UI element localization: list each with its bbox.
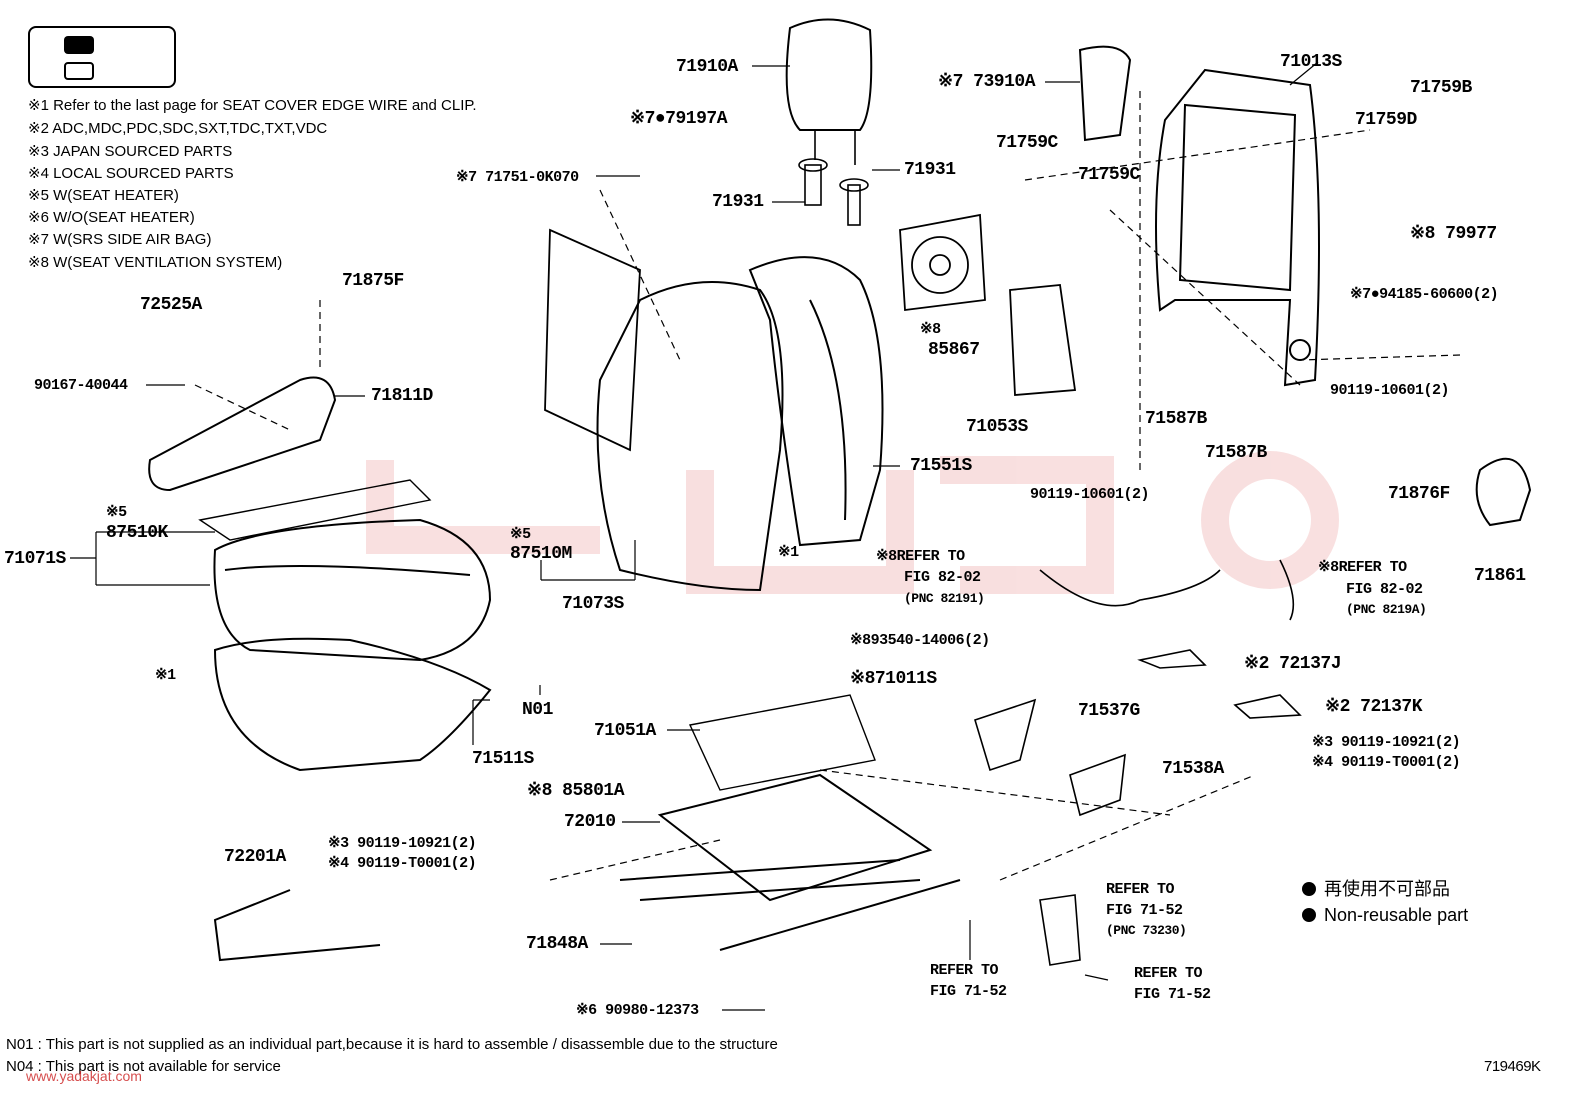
part-label-71759d[interactable]: 71759D [1355, 110, 1417, 130]
part-label-n01[interactable]: N01 [522, 700, 553, 720]
note-4: ※4 LOCAL SOURCED PARTS [28, 165, 234, 182]
vent-fan-drawing [899, 213, 986, 312]
part-label-71073s[interactable]: 71073S [562, 594, 624, 614]
part-label-71759b[interactable]: 71759B [1410, 78, 1472, 98]
note-marker-1-b: ※1 [155, 667, 176, 684]
note-3: ※3 JAPAN SOURCED PARTS [28, 143, 233, 160]
note-2: ※2 ADC,MDC,PDC,SDC,SXT,TDC,TXT,VDC [28, 120, 328, 137]
part-label-73910a[interactable]: ※7 73910A [938, 72, 1036, 92]
seat-cushion-drawing [213, 518, 492, 662]
note-5: ※5 W(SEAT HEATER) [28, 187, 179, 204]
part-label-71511s[interactable]: 71511S [472, 749, 534, 769]
part-label-71931-b[interactable]: 71931 [904, 160, 956, 180]
cushion-pad-drawing [213, 637, 492, 772]
part-note-87510k: ※5 [106, 504, 127, 521]
watermark-text: www.yadakjat.com [26, 1068, 142, 1084]
part-label-72201a[interactable]: 72201A [224, 847, 286, 867]
ref-71-52-b-line1[interactable]: REFER TO [930, 962, 999, 979]
seatback-frame-drawing [1155, 68, 1320, 387]
part-note-85867: ※8 [920, 321, 941, 338]
part-label-93540-14006[interactable]: ※893540-14006(2) [850, 632, 990, 649]
ref-71-52-a-line2[interactable]: FIG 71-52 [1106, 902, 1183, 919]
part-label-71848a[interactable]: 71848A [526, 934, 588, 954]
ref-82-02-b-line1[interactable]: ※8REFER TO [1318, 559, 1407, 576]
ref-71-52-a-line1[interactable]: REFER TO [1106, 881, 1175, 898]
part-label-71875f[interactable]: 71875F [342, 271, 404, 291]
part-label-90980-12373[interactable]: ※6 90980-12373 [576, 1002, 699, 1019]
part-label-72137j[interactable]: ※2 72137J [1244, 654, 1342, 674]
part-label-71013s[interactable]: 71013S [1280, 52, 1342, 72]
legend-non-reusable-en: Non-reusable part [1302, 906, 1468, 924]
part-label-71538a[interactable]: 71538A [1162, 759, 1224, 779]
part-label-90119-10921-right[interactable]: ※3 90119-10921(2) [1312, 734, 1461, 751]
part-label-71811d[interactable]: 71811D [371, 386, 433, 406]
legend-filled-key [64, 36, 94, 54]
part-label-87510m[interactable]: 87510M [510, 544, 572, 564]
note-6: ※6 W/O(SEAT HEATER) [28, 209, 195, 226]
part-label-90119-10601-right[interactable]: 90119-10601(2) [1330, 382, 1450, 399]
headrest-drawing [785, 18, 873, 165]
part-label-71011s[interactable]: ※871011S [850, 669, 937, 689]
part-label-71931-a[interactable]: 71931 [712, 192, 764, 212]
footnote-n04: N04 : This part is not available for ser… [6, 1058, 281, 1075]
part-label-71759c-b[interactable]: 71759C [1078, 165, 1140, 185]
part-label-71071s[interactable]: 71071S [4, 549, 66, 569]
ref-82-02-b-line2[interactable]: FIG 82-02 [1346, 581, 1423, 598]
filled-dot-icon [1302, 882, 1316, 896]
part-label-90119-10921-left[interactable]: ※3 90119-10921(2) [328, 835, 477, 852]
part-label-71537g[interactable]: 71537G [1078, 701, 1140, 721]
headrest-guides [798, 158, 869, 226]
ref-71-52-b-line2[interactable]: FIG 71-52 [930, 983, 1007, 1000]
part-label-71551s[interactable]: 71551S [910, 456, 972, 476]
note-1: ※1 Refer to the last page for SEAT COVER… [28, 97, 477, 114]
ref-71-52-c-line2[interactable]: FIG 71-52 [1134, 986, 1211, 1003]
legend-non-reusable-jp: 再使用不可部品 [1302, 880, 1450, 898]
figure-id: 719469K [1484, 1058, 1541, 1075]
ref-82-02-b-line3: (PNC 8219A) [1346, 602, 1427, 617]
note-8: ※8 W(SEAT VENTILATION SYSTEM) [28, 254, 283, 271]
part-label-71751-0k070[interactable]: ※7 71751-0K070 [456, 169, 579, 186]
part-note-87510m: ※5 [510, 526, 531, 543]
part-label-72525a[interactable]: 72525A [140, 295, 202, 315]
legend-empty-key [64, 62, 94, 80]
part-label-72010[interactable]: 72010 [564, 812, 616, 832]
part-label-79977[interactable]: ※8 79977 [1410, 224, 1497, 244]
part-label-90119-t0001-right[interactable]: ※4 90119-T0001(2) [1312, 754, 1461, 771]
part-label-71053s[interactable]: 71053S [966, 417, 1028, 437]
part-label-71587b-b[interactable]: 71587B [1205, 443, 1267, 463]
part-label-71587b-a[interactable]: 71587B [1145, 409, 1207, 429]
part-label-90119-t0001-left[interactable]: ※4 90119-T0001(2) [328, 855, 477, 872]
ref-71-52-a-line3: (PNC 73230) [1106, 923, 1187, 938]
ref-82-02-a-line2[interactable]: FIG 82-02 [904, 569, 981, 586]
leader-lines [70, 61, 1319, 1011]
watermark-logo [366, 451, 1339, 594]
part-label-85867[interactable]: 85867 [928, 340, 980, 360]
ref-82-02-a-line3: (PNC 82191) [904, 591, 985, 606]
part-label-90119-10601-center[interactable]: 90119-10601(2) [1030, 486, 1150, 503]
part-label-71876f[interactable]: 71876F [1388, 484, 1450, 504]
part-label-71759c-a[interactable]: 71759C [996, 133, 1058, 153]
part-label-90167-40044[interactable]: 90167-40044 [34, 377, 128, 394]
seatback-cover-drawing [596, 256, 884, 592]
footnote-n01: N01 : This part is not supplied as an in… [6, 1036, 778, 1053]
seat-track-drawing [619, 773, 961, 951]
part-label-71051a[interactable]: 71051A [594, 721, 656, 741]
part-label-87510k[interactable]: 87510K [106, 523, 168, 543]
legend-key-box [28, 26, 176, 88]
dashed-guides [194, 90, 1461, 881]
part-label-79197a[interactable]: ※7●79197A [630, 109, 728, 129]
part-label-85801a[interactable]: ※8 85801A [527, 781, 625, 801]
note-marker-1-a: ※1 [778, 544, 799, 561]
ref-82-02-a-line1[interactable]: ※8REFER TO [876, 548, 965, 565]
part-label-71861[interactable]: 71861 [1474, 566, 1526, 586]
ref-71-52-c-line1[interactable]: REFER TO [1134, 965, 1203, 982]
part-label-94185-60600[interactable]: ※7●94185-60600(2) [1350, 286, 1499, 303]
note-7: ※7 W(SRS SIDE AIR BAG) [28, 231, 212, 248]
filled-dot-icon [1302, 908, 1316, 922]
part-label-71910a[interactable]: 71910A [676, 57, 738, 77]
part-label-72137k[interactable]: ※2 72137K [1325, 697, 1423, 717]
